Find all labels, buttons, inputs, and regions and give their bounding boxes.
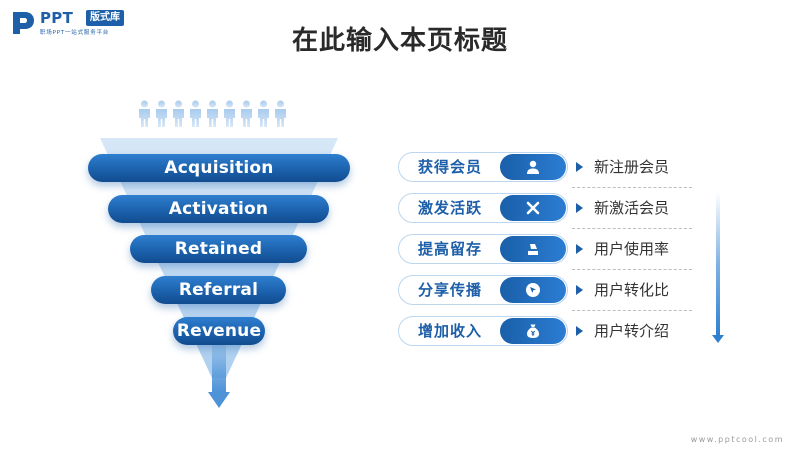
stage-referral: Referral bbox=[151, 276, 286, 304]
user-icon bbox=[500, 154, 566, 180]
person-icon bbox=[156, 100, 167, 127]
row-retain: 提高留存 用户使用率 bbox=[398, 234, 698, 264]
arrow-down-icon bbox=[712, 335, 724, 343]
save-icon bbox=[500, 236, 566, 262]
row-acquire-member: 获得会员 新注册会员 bbox=[398, 152, 698, 182]
row-activate: 激发活跃 新激活会员 bbox=[398, 193, 698, 223]
brand-tagline: 职场PPT一站式服务平台 bbox=[40, 30, 110, 36]
arrow-right-icon bbox=[576, 162, 583, 172]
person-icon bbox=[173, 100, 184, 127]
row-label: 分享传播 bbox=[417, 281, 482, 299]
arrow-right-icon bbox=[576, 285, 583, 295]
brand-logo: PPT 版式库 职场PPT一站式服务平台 bbox=[10, 8, 150, 38]
row-label: 获得会员 bbox=[417, 158, 482, 176]
person-icon bbox=[224, 100, 235, 127]
row-desc: 用户使用率 bbox=[594, 240, 670, 258]
page-title: 在此输入本页标题 bbox=[291, 26, 508, 56]
progress-line bbox=[716, 192, 720, 337]
person-icon bbox=[258, 100, 269, 127]
arrow-right-icon bbox=[576, 244, 583, 254]
stage-retained: Retained bbox=[130, 235, 307, 263]
row-desc: 用户转化比 bbox=[594, 281, 670, 299]
row-desc: 新注册会员 bbox=[594, 158, 670, 176]
row-label: 提高留存 bbox=[417, 240, 482, 258]
stage-revenue: Revenue bbox=[173, 317, 265, 345]
person-icon bbox=[139, 100, 150, 127]
row-desc: 用户转介绍 bbox=[594, 322, 670, 340]
person-icon bbox=[190, 100, 201, 127]
row-revenue: 增加收入 用户转介绍 bbox=[398, 316, 698, 346]
row-label: 激发活跃 bbox=[417, 199, 482, 217]
row-label: 增加收入 bbox=[417, 322, 482, 340]
row-desc: 新激活会员 bbox=[594, 199, 670, 217]
row-separator bbox=[572, 310, 692, 311]
tools-icon bbox=[500, 195, 566, 221]
cursor-icon bbox=[500, 277, 566, 303]
stage-acquisition: Acquisition bbox=[88, 154, 350, 182]
watermark: www.pptcool.com bbox=[690, 435, 784, 444]
stage-activation: Activation bbox=[108, 195, 329, 223]
person-icon bbox=[207, 100, 218, 127]
row-share: 分享传播 用户转化比 bbox=[398, 275, 698, 305]
brand-name: PPT bbox=[40, 9, 74, 27]
person-icon bbox=[241, 100, 252, 127]
row-separator bbox=[572, 269, 692, 270]
money-bag-icon bbox=[500, 318, 566, 344]
arrow-right-icon bbox=[576, 203, 583, 213]
brand-badge: 版式库 bbox=[86, 10, 124, 26]
arrow-right-icon bbox=[576, 326, 583, 336]
row-separator bbox=[572, 228, 692, 229]
people-row bbox=[137, 100, 288, 128]
logo-mark-icon bbox=[13, 12, 34, 34]
person-icon bbox=[275, 100, 286, 127]
row-separator bbox=[572, 187, 692, 188]
